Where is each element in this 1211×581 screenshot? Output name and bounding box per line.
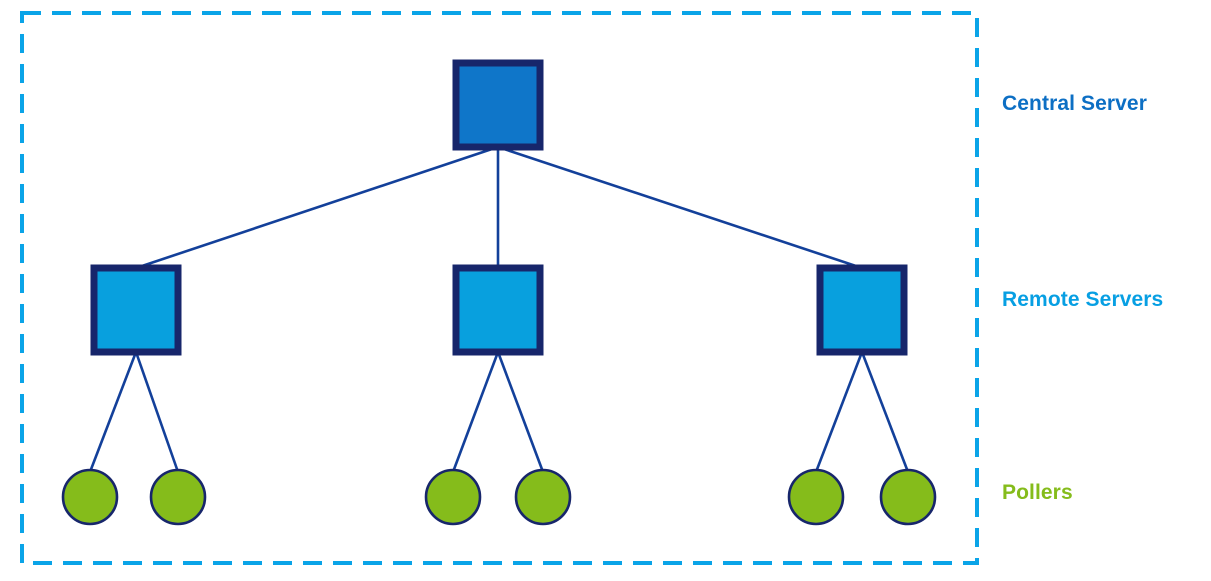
node-poller-2[interactable] xyxy=(149,468,207,526)
node-poller-6[interactable] xyxy=(879,468,937,526)
connector-lines-group xyxy=(88,145,910,473)
tier-label-pollers: Pollers xyxy=(1002,481,1073,504)
node-central-server-1[interactable] xyxy=(452,59,544,151)
node-remote-server-3[interactable] xyxy=(816,264,908,356)
node-remote-server-2[interactable] xyxy=(452,264,544,356)
tier-label-remote-servers: Remote Servers xyxy=(1002,288,1164,311)
connector-remote-server-3-to-poller-5 xyxy=(814,351,864,473)
connector-remote-server-1-to-poller-2 xyxy=(134,351,180,473)
node-poller-1[interactable] xyxy=(61,468,119,526)
node-poller-3[interactable] xyxy=(424,468,482,526)
node-poller-4[interactable] xyxy=(514,468,572,526)
connector-remote-server-3-to-poller-6 xyxy=(860,351,910,473)
connector-central-server-1-to-remote-server-1 xyxy=(135,145,499,270)
nodes-group xyxy=(61,59,937,526)
dashed-container-boundary xyxy=(20,11,979,565)
node-remote-server-1[interactable] xyxy=(90,264,182,356)
connector-remote-server-1-to-poller-1 xyxy=(88,351,138,473)
tier-label-central-server: Central Server xyxy=(1002,92,1147,115)
connector-central-server-1-to-remote-server-3 xyxy=(497,145,863,270)
connector-remote-server-2-to-poller-3 xyxy=(451,351,500,473)
connector-remote-server-2-to-poller-4 xyxy=(496,351,545,473)
node-poller-5[interactable] xyxy=(787,468,845,526)
